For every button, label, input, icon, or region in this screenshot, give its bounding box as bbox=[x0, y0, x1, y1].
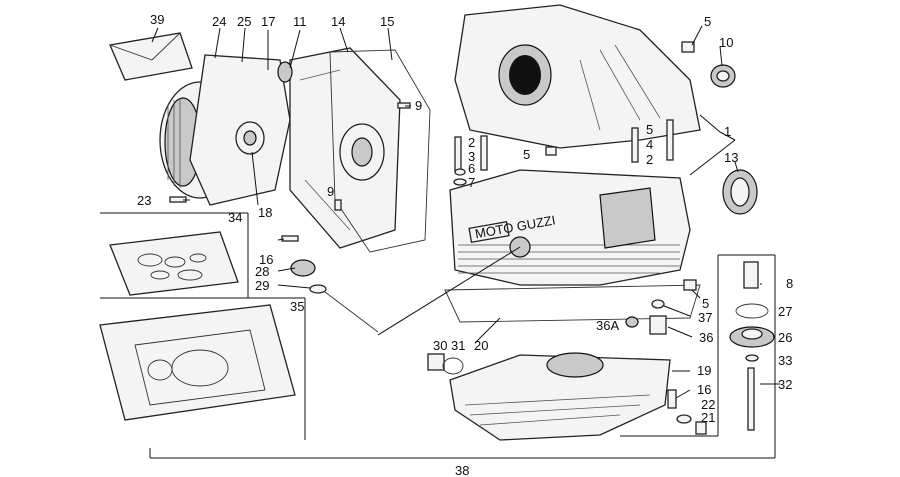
callout-38: 38 bbox=[455, 463, 469, 477]
callout-1: 1 bbox=[724, 124, 731, 139]
callout-34: 34 bbox=[228, 210, 242, 225]
o-ring-kit bbox=[109, 231, 239, 296]
callout-30: 30 bbox=[433, 338, 447, 353]
callout-29: 29 bbox=[255, 278, 269, 293]
oil-pan bbox=[449, 352, 671, 441]
callout-9-upper: 9 bbox=[415, 98, 422, 113]
callout-2-left: 2 bbox=[468, 135, 475, 150]
callout-31: 31 bbox=[451, 338, 465, 353]
callout-20: 20 bbox=[474, 338, 488, 353]
callout-3: 3 bbox=[468, 149, 475, 164]
group-bracket-lines bbox=[100, 212, 776, 459]
callout-25: 25 bbox=[237, 14, 251, 29]
callout-2-right: 2 bbox=[646, 152, 653, 167]
callout-27: 27 bbox=[778, 304, 792, 319]
callout-16-left: 16 bbox=[259, 252, 273, 267]
leader-lines bbox=[151, 25, 780, 399]
oil-pan-gasket bbox=[444, 284, 701, 323]
callout-10: 10 bbox=[719, 35, 733, 50]
callout-39: 39 bbox=[150, 12, 164, 27]
callout-21: 21 bbox=[701, 410, 715, 425]
callout-6: 6 bbox=[468, 161, 475, 176]
callout-28: 28 bbox=[255, 264, 269, 279]
callout-36: 36 bbox=[699, 330, 713, 345]
callout-5-right: 5 bbox=[646, 122, 653, 137]
upper-crankcase bbox=[454, 4, 701, 149]
main-crankcase: MOTO GUZZI bbox=[449, 169, 691, 286]
timing-cover bbox=[289, 47, 401, 249]
callout-5-low: 5 bbox=[702, 296, 709, 311]
callout-15: 15 bbox=[380, 14, 394, 29]
callout-13: 13 bbox=[724, 150, 738, 165]
callout-37: 37 bbox=[698, 310, 712, 325]
callout-7: 7 bbox=[468, 175, 475, 190]
callout-22: 22 bbox=[701, 397, 715, 412]
callout-33: 33 bbox=[778, 353, 792, 368]
callout-32: 32 bbox=[778, 377, 792, 392]
callout-5-top: 5 bbox=[704, 14, 711, 29]
callout-5-mid: 5 bbox=[523, 147, 530, 162]
callout-16-right: 16 bbox=[697, 382, 711, 397]
callout-36a: 36A bbox=[596, 318, 619, 333]
callout-18: 18 bbox=[258, 205, 272, 220]
callout-23: 23 bbox=[137, 193, 151, 208]
gasket-kit bbox=[99, 304, 296, 421]
callout-9-lower: 9 bbox=[327, 184, 334, 199]
callout-labels: 39 24 25 17 11 14 15 5 10 9 1 5 4 2 2 3 … bbox=[137, 12, 793, 477]
gasket-plate bbox=[189, 54, 291, 206]
small-parts bbox=[169, 41, 775, 435]
callout-11: 11 bbox=[293, 14, 307, 29]
callout-17: 17 bbox=[261, 14, 275, 29]
callout-19: 19 bbox=[697, 363, 711, 378]
envelope-part bbox=[109, 32, 193, 81]
callout-14: 14 bbox=[331, 14, 345, 29]
callout-35: 35 bbox=[290, 299, 304, 314]
callout-4: 4 bbox=[646, 137, 653, 152]
callout-26: 26 bbox=[778, 330, 792, 345]
callout-8: 8 bbox=[786, 276, 793, 291]
callout-24: 24 bbox=[212, 14, 226, 29]
